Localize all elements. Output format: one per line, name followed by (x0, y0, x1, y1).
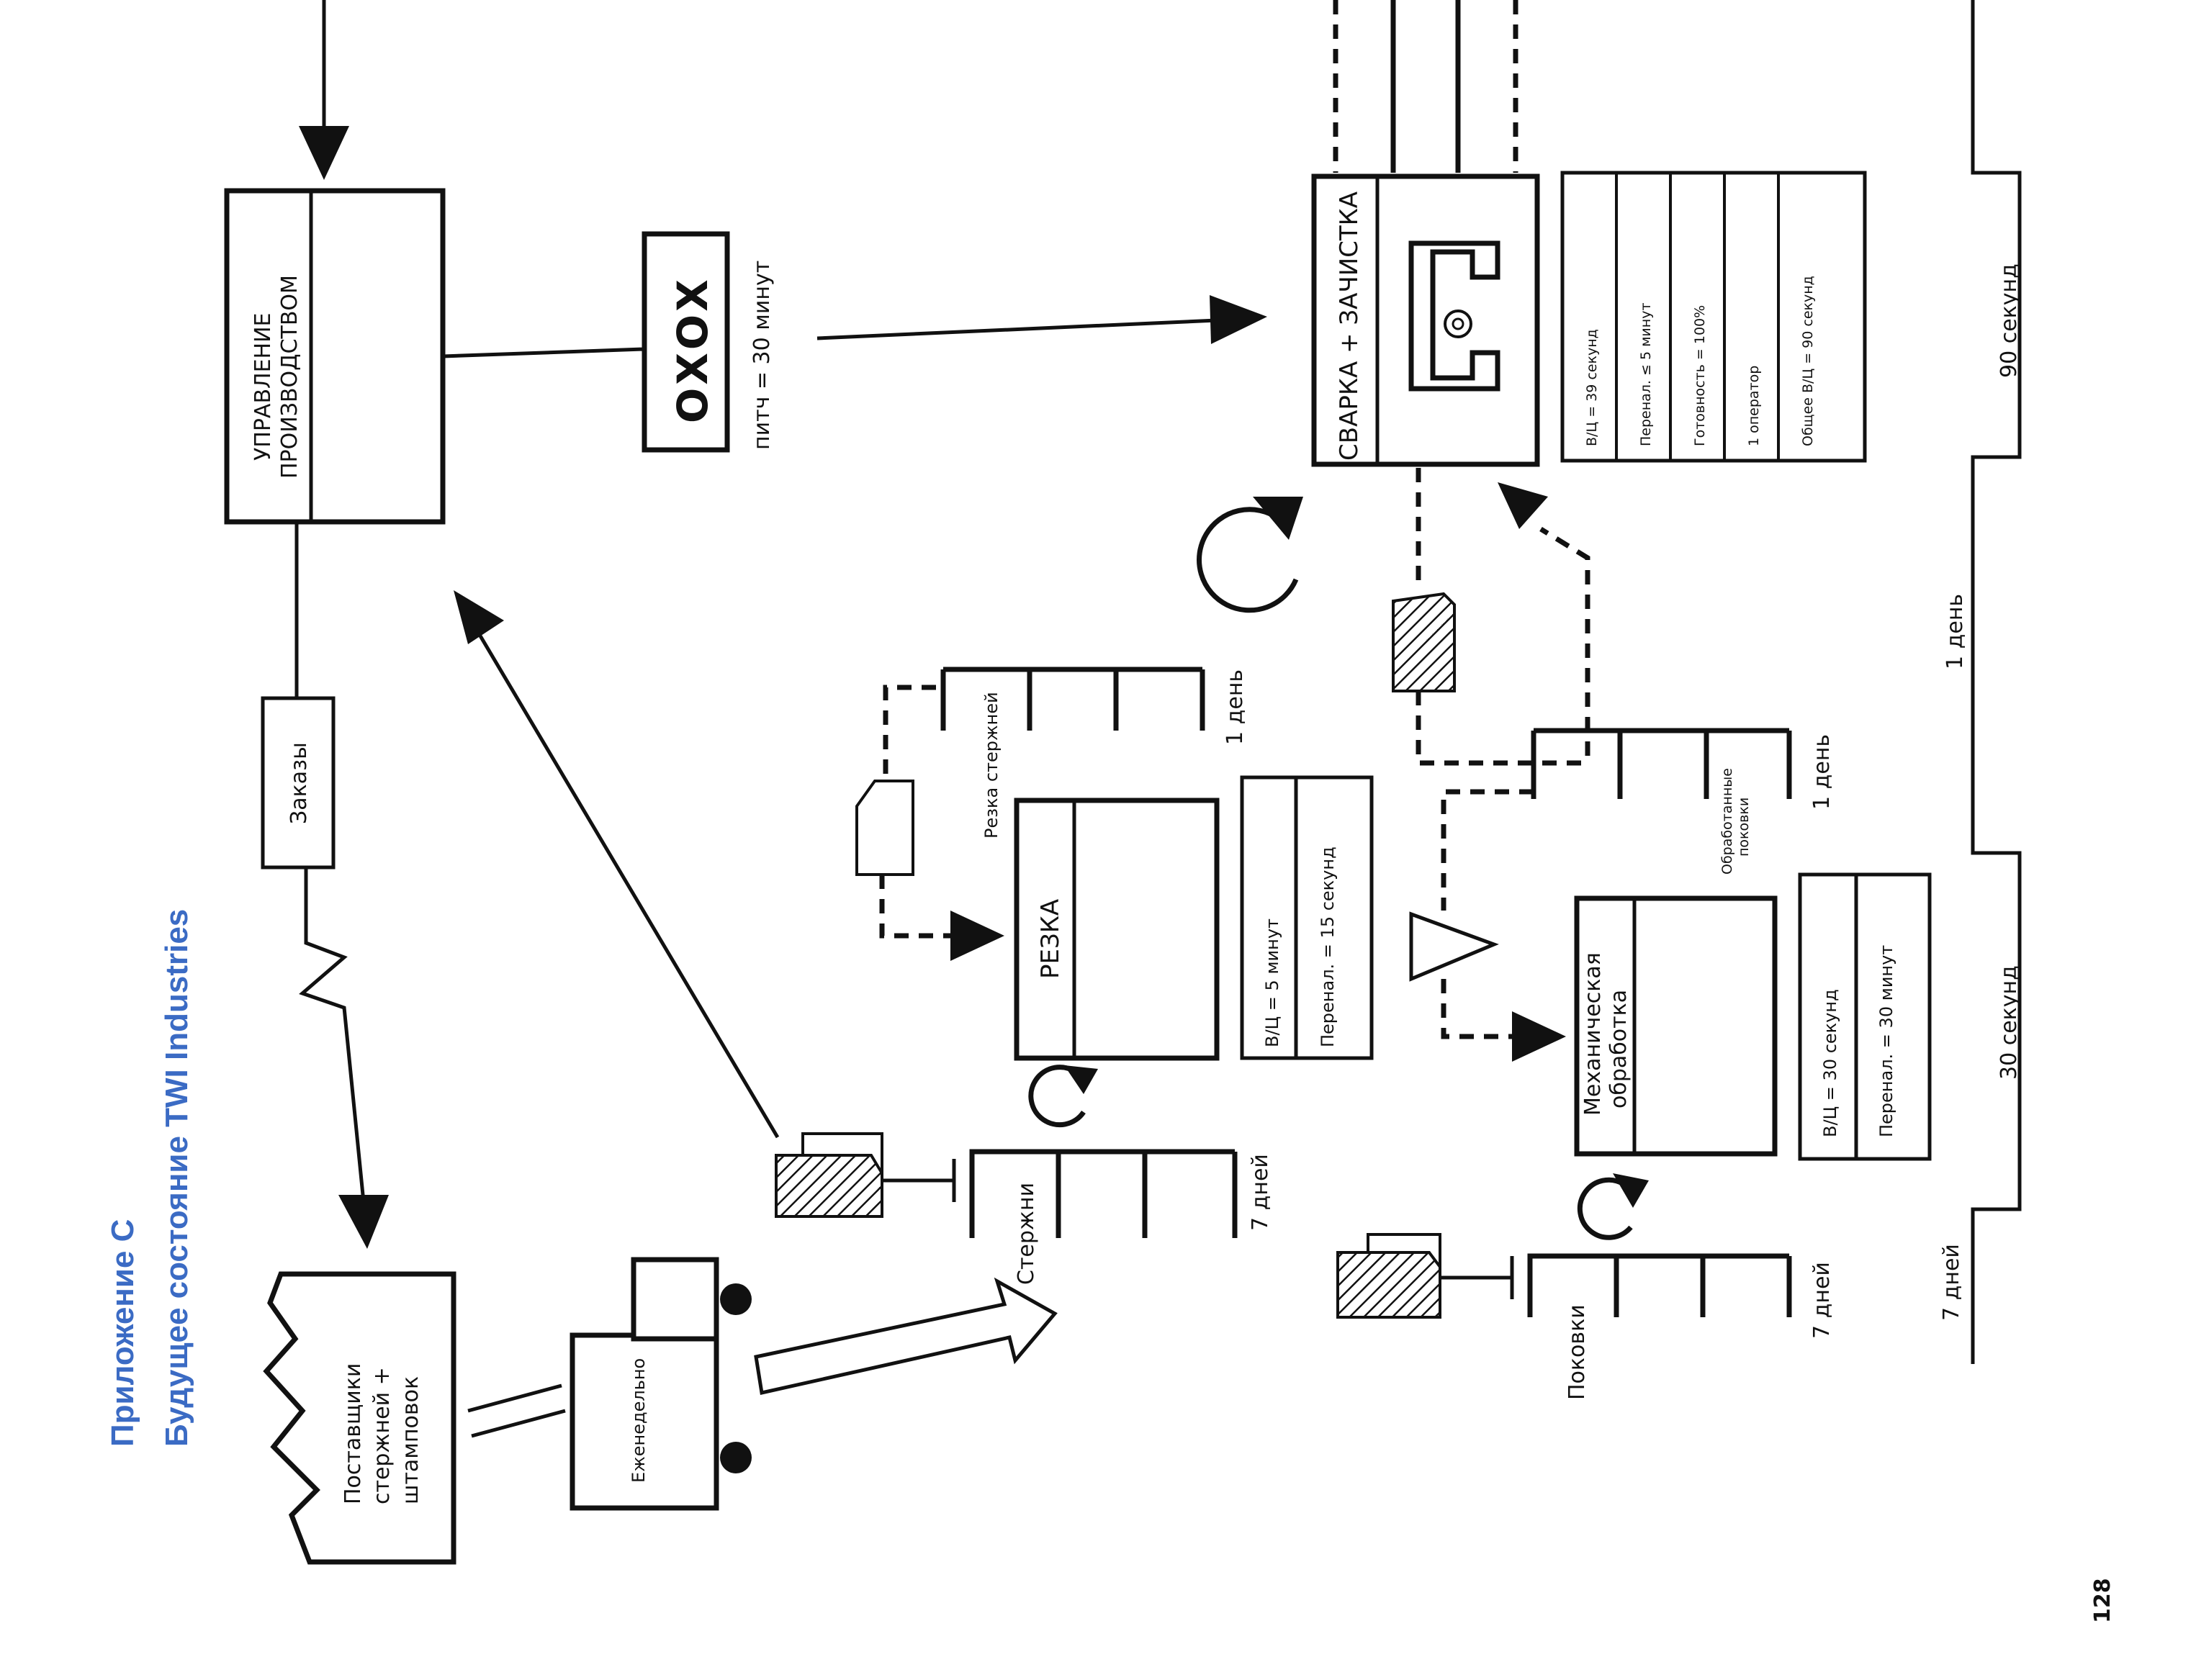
cut-rods-kanban-loop-bottom (879, 875, 958, 939)
signal-kanban-line-top (1441, 789, 1534, 911)
kanban-to-pc-line (477, 632, 780, 1139)
rods-withdrawal-kanban (775, 1154, 883, 1218)
heijunka-box (642, 231, 730, 453)
cutting-cycle-time: В/Ц = 5 минут (1262, 918, 1282, 1047)
operator-icon-inner (1452, 317, 1464, 330)
forgings-label: Поковки (1565, 1304, 1590, 1400)
forgings-kanban-post (1367, 1233, 1441, 1267)
shipment-line-b (471, 1409, 566, 1438)
forgings-days: 7 дней (1809, 1262, 1835, 1339)
machining-cycle-time: В/Ц = 30 секунд (1820, 989, 1840, 1137)
machining-process-box (1574, 895, 1778, 1157)
customer-info-arrowhead (299, 126, 349, 180)
forgings-supermarket-icon (1527, 1253, 1792, 1317)
supplier-arrowhead (338, 1195, 389, 1249)
machined-forgings-label-1: Обработанные (1719, 768, 1735, 875)
cutting-data-box (1240, 775, 1374, 1060)
page-title: Будущее состояние TWI Industries (159, 909, 194, 1447)
supplier-label-1: Поставщики (341, 1363, 366, 1504)
cut-rods-label: Резка стержней (981, 692, 1002, 839)
welding-kanban-arrowhead (1498, 482, 1548, 529)
welding-kanban-line-bottom (1416, 691, 1584, 766)
electronic-info-flow (299, 867, 366, 1203)
supplier-label-2: стержней + (369, 1367, 395, 1504)
pc-to-heijunka-line (442, 347, 645, 358)
shipment-push-arrow (754, 1277, 1058, 1396)
timeline-ladder (1971, 0, 2022, 1364)
supplier-factory-icon (263, 1271, 456, 1565)
welding-title: СВАРКА + ЗАЧИСТКА (1335, 191, 1364, 461)
heijunka-label: OXOX (668, 275, 717, 423)
welding-operators: 1 оператор (1746, 366, 1762, 446)
timeline-proc-30-seconds: 30 секунд (1997, 965, 2022, 1080)
truck-label: Еженедельно (629, 1358, 649, 1483)
cut-rods-days: 1 день (1223, 669, 1248, 745)
operator-icon (1444, 310, 1472, 338)
timeline-lead-7-days: 7 дней (1939, 1244, 1964, 1321)
machined-forgings-supermarket-icon (1531, 728, 1792, 799)
truck-wheel-back (720, 1442, 752, 1473)
appendix-label: Приложение С (105, 1219, 140, 1447)
truck-cab (631, 1257, 719, 1342)
machining-data-box (1798, 872, 1932, 1161)
welding-cell-icon (1408, 240, 1500, 392)
welding-total-cycle: Общее В/Ц = 90 секунд (1800, 276, 1816, 446)
cut-rods-supermarket-icon (940, 667, 1205, 731)
production-control-label-1: УПРАВЛЕНИЕ (251, 312, 276, 461)
welding-withdrawal-kanban (1392, 592, 1456, 692)
welding-cycle-time: В/Ц = 39 секунд (1584, 329, 1600, 446)
truck-body (570, 1332, 719, 1511)
rods-label: Стержни (1014, 1183, 1039, 1285)
welding-uptime: Готовность = 100% (1692, 305, 1708, 446)
welding-data-box (1560, 171, 1867, 463)
machining-kaizen-cycle-icon (1577, 1177, 1633, 1240)
machining-title-2: обработка (1606, 990, 1632, 1108)
forgings-withdrawal-kanban (1336, 1251, 1441, 1319)
cutting-title: РЕЗКА (1036, 899, 1065, 979)
cutting-process-box (1014, 798, 1220, 1061)
cutting-changeover: Перенал. = 15 секунд (1318, 846, 1338, 1047)
orders-label: Заказы (287, 742, 312, 824)
machined-forgings-days: 1 день (1809, 734, 1835, 810)
machining-title-1: Механическая (1580, 952, 1606, 1116)
welding-cycle-arrowhead (1253, 497, 1303, 540)
kanban-to-pc-arrowhead (454, 590, 504, 644)
signal-kanban-line-bottom (1441, 979, 1519, 1039)
cutting-kaizen-cycle-icon (1028, 1065, 1086, 1128)
cut-rods-kanban-loop-top (883, 685, 936, 777)
heijunka-to-welding-line (816, 318, 1218, 340)
welding-kanban-return (1539, 527, 1590, 756)
machining-kanban-arrowhead (1512, 1011, 1566, 1062)
truck-wheel-front (720, 1283, 752, 1315)
machining-changeover: Перенал. = 30 минут (1876, 945, 1896, 1137)
rods-supermarket-icon (969, 1149, 1238, 1238)
machining-cycle-arrowhead (1613, 1173, 1649, 1208)
timeline-lead-1-day: 1 день (1943, 594, 1968, 669)
orders-box (261, 696, 336, 870)
cutting-cycle-arrowhead (1064, 1065, 1098, 1094)
rods-days: 7 дней (1248, 1154, 1273, 1231)
shipment-line-a (467, 1383, 562, 1413)
welding-kaizen-cycle-icon (1197, 507, 1299, 613)
page-number: 128 (2090, 1578, 2115, 1623)
supplier-label-3: штамповок (398, 1376, 423, 1504)
machined-forgings-label-2: поковки (1736, 798, 1752, 857)
timeline-proc-90-seconds: 90 секунд (1997, 263, 2022, 378)
welding-changeover: Перенал. ≤ 5 минут (1638, 302, 1654, 446)
production-control-label-2: ПРОИЗВОДСТВОМ (277, 275, 302, 479)
heijunka-arrowhead (1210, 295, 1267, 344)
cutting-production-kanban (855, 780, 914, 876)
cutting-kanban-arrowhead (950, 911, 1004, 961)
rods-kanban-post (801, 1132, 883, 1173)
signal-kanban-triangle (1409, 911, 1499, 982)
heijunka-pitch: питч = 30 минут (750, 261, 775, 450)
